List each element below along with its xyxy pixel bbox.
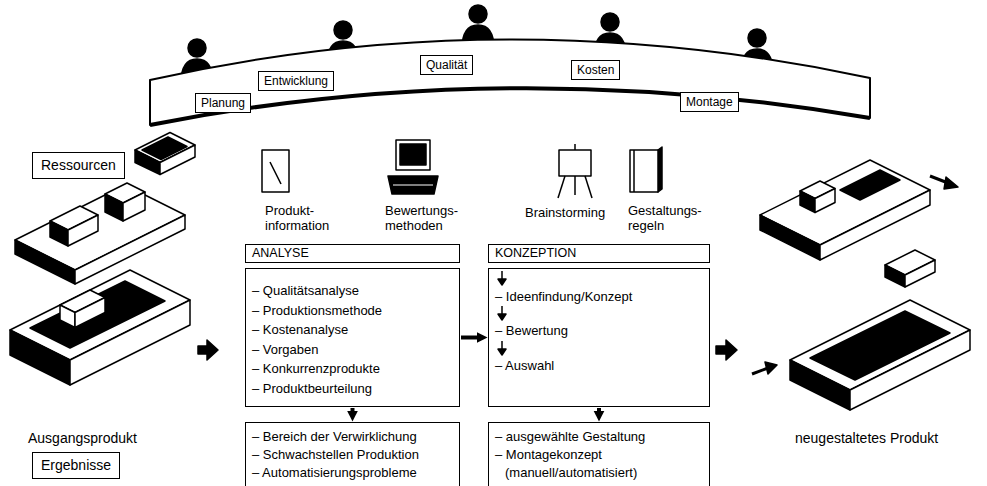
- node-text: – Vorgaben: [252, 340, 453, 360]
- product-part: [840, 170, 900, 200]
- assembly-arrowhead: [765, 362, 777, 374]
- participant-head: [334, 21, 352, 39]
- node-text: – ausgewählte Gestaltung: [495, 428, 703, 446]
- role-tag: Qualität: [420, 55, 473, 75]
- role-tag: Entwicklung: [258, 71, 334, 91]
- keyboard-keys: [393, 185, 433, 186]
- easel-board-icon: [559, 150, 591, 176]
- node-text: – Ideenfindung/Konzept: [495, 289, 632, 304]
- step-arrowhead: [498, 279, 506, 285]
- node-text: – Produktbeurteilung: [252, 379, 453, 399]
- node-text: ANALYSE: [252, 246, 453, 261]
- step-list-box: – Qualitätsanalyse– Produktionsmethode– …: [245, 268, 460, 407]
- node-text: Qualität: [426, 58, 467, 72]
- document-icon-line: [270, 162, 281, 184]
- computer-keyboard: [388, 176, 438, 194]
- role-tag: Planung: [195, 93, 251, 113]
- computer-screen: [400, 144, 426, 165]
- easel-leg: [558, 176, 565, 198]
- product-part: [123, 192, 145, 221]
- product-part: [760, 215, 820, 260]
- node-text: – Kostenanalyse: [252, 320, 453, 340]
- icon-caption: Brainstorming: [525, 205, 605, 220]
- easel-top: [574, 144, 576, 150]
- product-part: [815, 189, 835, 213]
- flow-arrow: [597, 408, 601, 415]
- phase-header: ANALYSE: [245, 244, 460, 263]
- product-part: [850, 330, 970, 410]
- meeting-table: [150, 39, 870, 125]
- step-list-box: – Ideenfindung/Konzept – Bewertung – Auswa…: [488, 268, 710, 407]
- node-text: – Produktionsmethode: [252, 301, 453, 321]
- easel-leg: [585, 176, 592, 198]
- product-part: [905, 260, 935, 287]
- node-text: Montage: [686, 95, 733, 109]
- product-part: [15, 240, 75, 284]
- original-product-drawing: [10, 133, 195, 386]
- easel-leg: [574, 176, 576, 195]
- node-text: – Auswahl: [495, 358, 554, 373]
- icon-caption: Produkt- information: [265, 203, 340, 233]
- node-text: – Bewertung: [495, 323, 568, 338]
- node-text: – Qualitätsanalyse: [252, 281, 453, 301]
- assembly-arrow: [752, 368, 768, 374]
- product-part: [160, 145, 195, 175]
- product-part: [820, 190, 930, 260]
- product-part: [105, 194, 123, 221]
- role-tag: Kosten: [571, 60, 620, 80]
- node-text: – Bereich der Verwirklichung: [252, 428, 453, 446]
- product-caption: neugestaltetes Produkt: [795, 430, 938, 447]
- step-arrowhead: [498, 349, 506, 355]
- node-text: Planung: [201, 96, 245, 110]
- node-text: Entwicklung: [264, 74, 328, 88]
- node-text: Ergebnisse: [41, 457, 111, 474]
- result-box: – Bereich der Verwirklichung– Schwachste…: [245, 422, 460, 486]
- node-text: Ressourcen: [41, 157, 116, 174]
- flow-arrow: [198, 340, 218, 360]
- step-arrowhead: [498, 314, 506, 320]
- computer-monitor-icon: [396, 140, 430, 170]
- product-part: [800, 191, 815, 213]
- section-label-box: Ergebnisse: [32, 452, 120, 479]
- product-part: [790, 360, 850, 410]
- rulebook-icon: [630, 150, 658, 192]
- icon-caption: Gestaltungs- regeln: [628, 203, 710, 233]
- participant-head: [601, 13, 619, 31]
- node-text: – Schwachstellen Produktion: [252, 446, 453, 464]
- node-text: – Montagekonzept (manuell/automatisiert): [495, 446, 703, 482]
- section-label-box: Ressourcen: [32, 152, 125, 179]
- document-icon: [262, 150, 289, 192]
- phase-header: KONZEPTION: [488, 244, 710, 263]
- node-text: – Konkurrenzprodukte: [252, 359, 453, 379]
- assembly-arrowhead: [944, 177, 958, 189]
- role-tag: Montage: [680, 92, 739, 112]
- participant-head: [748, 29, 766, 47]
- product-part: [885, 265, 905, 287]
- product-part: [10, 330, 70, 385]
- redesigned-product-drawing: [752, 160, 970, 410]
- meeting-table-edge: [150, 88, 870, 125]
- participant-head: [188, 39, 206, 57]
- icon-caption: Bewertungs- methoden: [385, 203, 467, 233]
- flow-arrow: [716, 340, 737, 360]
- result-box: – ausgewählte Gestaltung– Montagekonzept…: [488, 422, 710, 486]
- rulebook-binding: [633, 150, 635, 192]
- product-part: [60, 305, 75, 328]
- product-caption: Ausgangsprodukt: [28, 430, 137, 447]
- product-part: [135, 150, 160, 175]
- product-part: [68, 215, 98, 246]
- node-text: Kosten: [577, 63, 614, 77]
- flow-arrow: [351, 408, 355, 415]
- node-text: – Automatisierungsprobleme: [252, 464, 453, 482]
- participant-head: [469, 5, 487, 23]
- product-part: [75, 298, 105, 328]
- product-part: [50, 221, 68, 246]
- flow-arrow: [461, 336, 481, 340]
- node-text: KONZEPTION: [495, 246, 703, 261]
